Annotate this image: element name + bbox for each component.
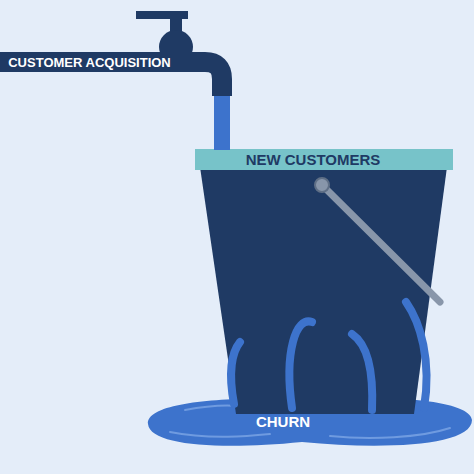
- handle-hinge: [315, 178, 329, 192]
- leak-stream: [289, 321, 312, 408]
- leak-streams: [231, 302, 426, 410]
- pipe-label-node: CUSTOMER ACQUISITION: [4, 52, 175, 72]
- puddle-node: CHURN: [252, 411, 315, 431]
- bucket-rim-node: NEW CUSTOMERS: [242, 150, 385, 170]
- bucket-body: [200, 167, 447, 414]
- node-label: CUSTOMER ACQUISITION: [8, 56, 171, 69]
- node-label: CHURN: [256, 414, 310, 429]
- leak-stream: [352, 334, 372, 410]
- bucket-handle: [322, 185, 440, 302]
- bucket-rim: [195, 149, 453, 170]
- leak-stream: [406, 302, 427, 408]
- water-stream: [214, 96, 230, 150]
- node-label: NEW CUSTOMERS: [246, 152, 381, 167]
- leak-stream: [231, 342, 240, 404]
